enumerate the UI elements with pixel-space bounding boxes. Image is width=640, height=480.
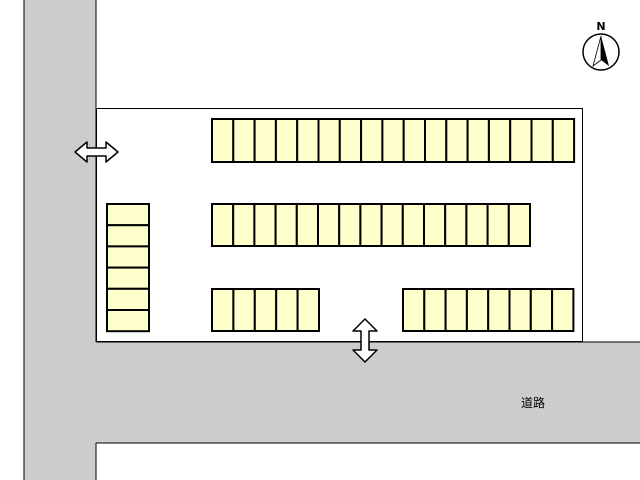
parking-space <box>423 203 447 247</box>
parking-space <box>424 118 448 163</box>
parking-space <box>359 203 383 247</box>
parking-space <box>253 203 277 247</box>
parking-space <box>106 245 150 269</box>
parking-space <box>274 118 299 163</box>
parking-space <box>486 203 510 247</box>
parking-space <box>296 118 320 163</box>
parking-space <box>402 288 426 332</box>
parking-space <box>466 118 490 163</box>
parking-space <box>380 203 404 247</box>
parking-space <box>444 288 468 332</box>
parking-space <box>211 118 235 163</box>
parking-space <box>211 288 235 332</box>
parking-space <box>253 288 278 332</box>
parking-space <box>106 203 150 227</box>
parking-space <box>274 203 298 247</box>
entrance-arrow-horizontal-icon <box>74 141 119 163</box>
parking-space <box>529 288 554 332</box>
compass-letter: N <box>596 20 605 33</box>
parking-row-bottom-right <box>402 288 575 332</box>
parking-space <box>106 224 150 248</box>
parking-column-left <box>106 203 150 333</box>
parking-space <box>487 118 512 163</box>
road-horizontal <box>24 342 640 443</box>
parking-row-bottom-left <box>211 288 321 332</box>
north-arrow-icon: N <box>582 20 620 71</box>
parking-space <box>551 118 576 163</box>
entrance-arrow-vertical-icon <box>352 318 378 363</box>
parking-space <box>445 118 469 163</box>
parking-space <box>275 288 299 332</box>
parking-row-middle <box>211 203 531 247</box>
parking-space <box>338 118 363 163</box>
parking-space <box>232 118 256 163</box>
parking-space <box>360 118 384 163</box>
parking-space <box>551 288 575 332</box>
road-label: 道路 <box>521 395 545 410</box>
parking-space <box>465 203 489 247</box>
parking-space <box>106 287 150 311</box>
parking-space <box>232 203 256 247</box>
parking-space <box>253 118 277 163</box>
parking-space <box>106 309 150 333</box>
parking-space <box>487 288 511 332</box>
parking-space <box>401 203 425 247</box>
parking-space <box>507 203 531 247</box>
parking-space <box>211 203 235 247</box>
parking-space <box>465 288 490 332</box>
parking-space <box>317 118 341 163</box>
parking-space <box>295 203 319 247</box>
parking-space <box>530 118 554 163</box>
parking-space <box>402 118 427 163</box>
parking-space <box>423 288 447 332</box>
parking-space <box>232 288 256 332</box>
parking-space <box>509 118 533 163</box>
parking-row-top <box>211 118 576 163</box>
parking-space <box>381 118 405 163</box>
parking-space <box>106 266 150 290</box>
parking-space <box>317 203 341 247</box>
parking-space <box>338 203 362 247</box>
parking-space <box>508 288 532 332</box>
parking-space <box>444 203 468 247</box>
parking-space <box>296 288 321 332</box>
